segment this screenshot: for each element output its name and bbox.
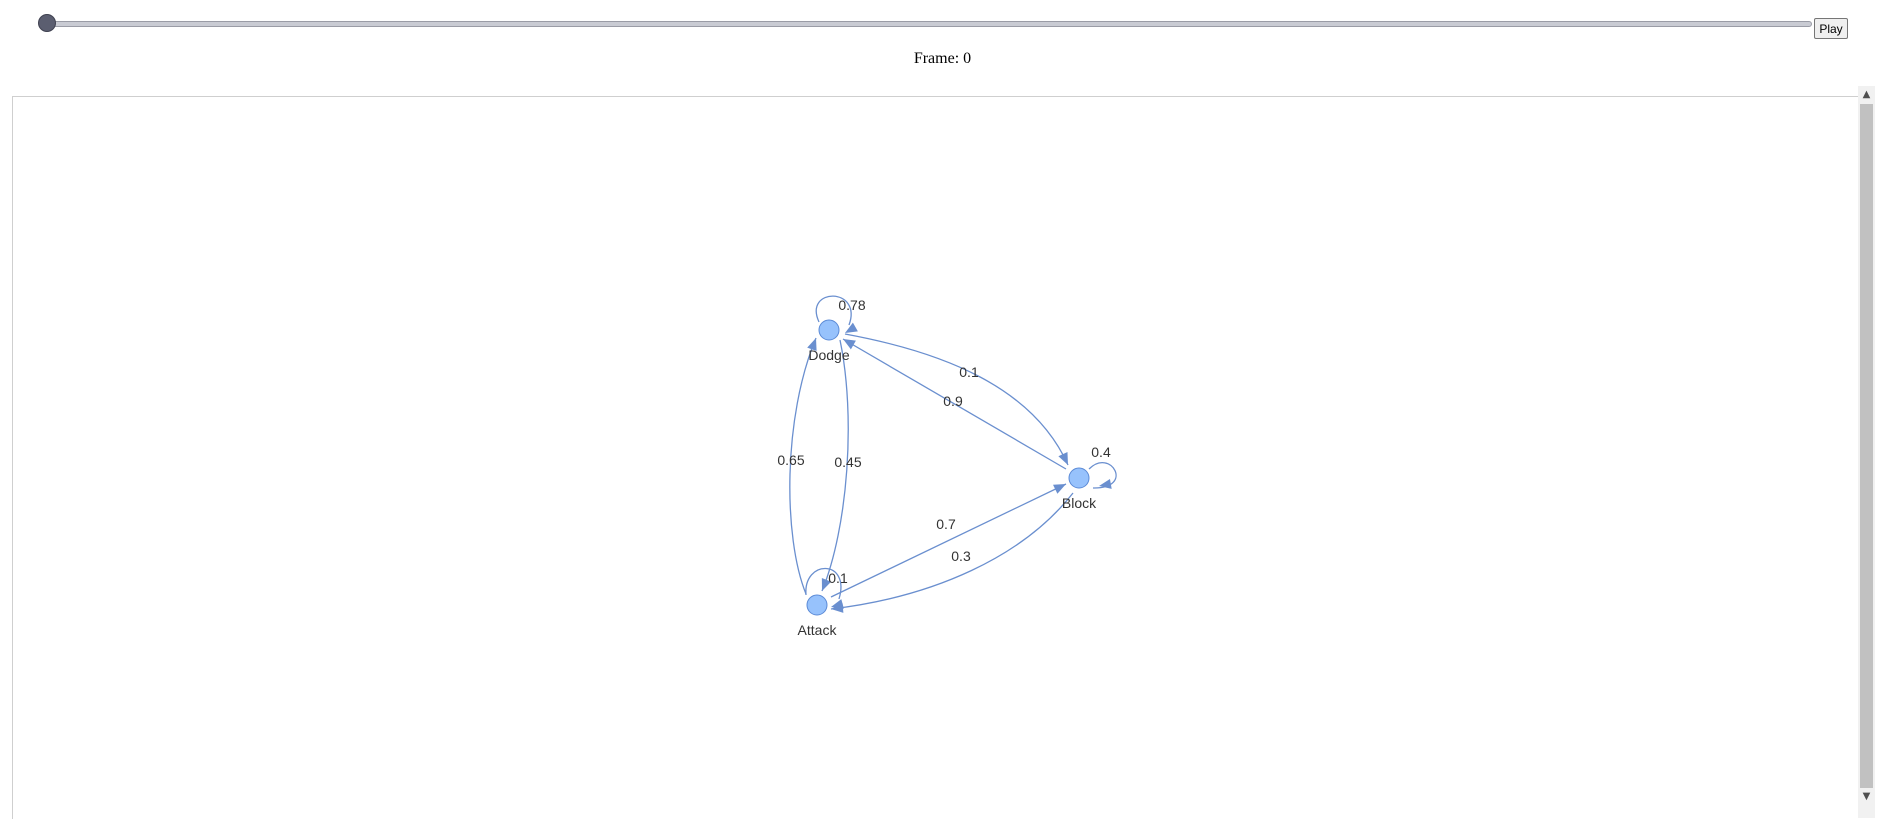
node-label: Attack — [798, 622, 838, 638]
frame-prefix: Frame: — [913, 50, 964, 67]
arrowhead-icon — [845, 322, 858, 333]
node-label: Block — [1062, 495, 1097, 511]
edge-attack-block[interactable]: 0.7 — [830, 480, 1068, 598]
edge-weight-label: 0.1 — [959, 364, 979, 380]
edge-block-block[interactable]: 0.4 — [1088, 444, 1117, 491]
edge-line — [821, 339, 849, 592]
edge-weight-label: 0.78 — [838, 297, 865, 313]
edge-line — [842, 338, 1067, 470]
edge-weight-label: 0.65 — [777, 452, 804, 468]
edge-line — [830, 492, 1074, 610]
frame-slider[interactable] — [46, 21, 1812, 27]
arrowhead-icon — [843, 339, 856, 350]
edge-line — [844, 333, 1069, 466]
edge-weight-label: 0.45 — [834, 454, 861, 470]
edge-dodge-attack[interactable]: 0.45 — [817, 339, 862, 593]
edge-attack-dodge[interactable]: 0.65 — [777, 336, 820, 595]
node-label: Dodge — [808, 347, 849, 363]
edge-weight-label: 0.1 — [828, 570, 848, 586]
arrowhead-icon — [1099, 478, 1112, 489]
edge-line — [805, 567, 842, 600]
edge-line — [789, 337, 817, 595]
frame-label: Frame: 0 — [0, 50, 1885, 68]
state-graph: 0.78 0.1 0.9 0.65 0.45 0.4 0.7 0.3 0.1 DodgeBlock… — [777, 295, 1117, 638]
edge-weight-label: 0.7 — [936, 516, 956, 532]
scrollbar-thumb[interactable] — [1860, 104, 1873, 788]
arrowhead-icon — [831, 599, 844, 609]
edge-weight-label: 0.4 — [1091, 444, 1111, 460]
edge-block-attack[interactable]: 0.3 — [830, 492, 1074, 614]
edge-block-dodge[interactable]: 0.9 — [841, 335, 1067, 470]
arrowhead-icon — [821, 578, 832, 591]
scroll-down-arrow-icon[interactable]: ▼ — [1862, 791, 1871, 802]
node-circle — [818, 319, 840, 341]
player-controls: Play Frame: 0 — [0, 0, 1885, 90]
node-block[interactable]: Block — [1062, 467, 1097, 511]
edge-line — [815, 295, 852, 326]
arrowhead-icon — [1053, 484, 1066, 494]
node-dodge[interactable]: Dodge — [808, 319, 850, 363]
arrowhead-icon — [1058, 452, 1068, 465]
frame-number: 0 — [963, 50, 972, 67]
edge-dodge-block[interactable]: 0.1 — [844, 333, 1073, 467]
edge-attack-attack[interactable]: 0.1 — [805, 567, 848, 611]
node-circle — [806, 594, 828, 616]
arrowhead-icon — [807, 338, 817, 351]
play-button[interactable]: Play — [1814, 18, 1848, 39]
edge-dodge-dodge[interactable]: 0.78 — [815, 295, 866, 337]
edge-weight-label: 0.3 — [951, 548, 971, 564]
vertical-scrollbar[interactable]: ▲ ▼ — [1858, 86, 1875, 818]
edge-line — [830, 483, 1067, 598]
node-circle — [1068, 467, 1090, 489]
node-attack[interactable]: Attack — [798, 594, 838, 638]
edge-weight-label: 0.9 — [943, 393, 963, 409]
scroll-up-arrow-icon[interactable]: ▲ — [1862, 89, 1871, 100]
frame-slider-thumb[interactable] — [38, 14, 56, 32]
